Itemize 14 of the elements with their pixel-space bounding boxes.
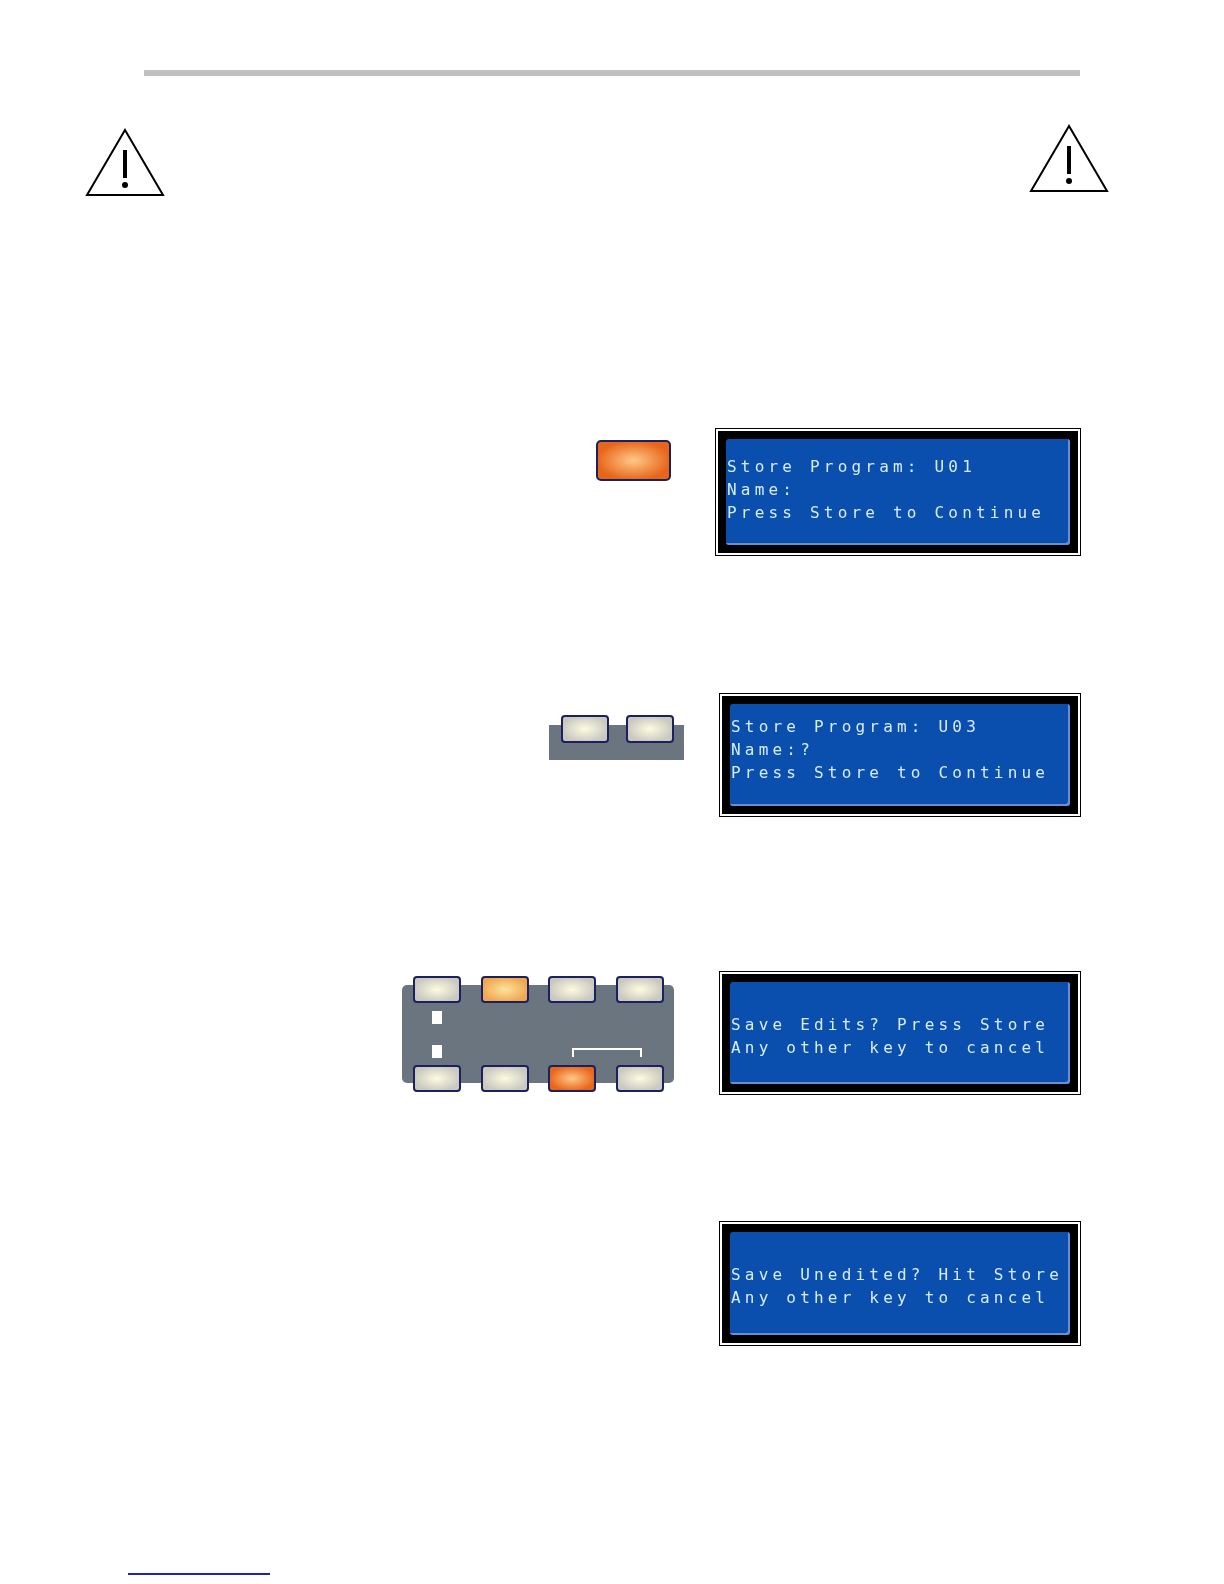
lcd-text-line: Store Program: U03 [731, 717, 980, 737]
lcd-screen [716, 429, 1080, 555]
lcd-text-line: Any other key to cancel [731, 1288, 1050, 1308]
lcd-screen [720, 694, 1080, 816]
lcd-text-line: Name: [727, 480, 797, 500]
lcd-text-line: Store Program: U01 [727, 457, 976, 477]
lcd-text-line: Save Unedited? Hit Store [731, 1265, 1063, 1285]
lcd-screen [720, 972, 1080, 1094]
lcd-text-line: Save Edits? Press Store [731, 1015, 1050, 1035]
lcd-text-line: Any other key to cancel [731, 1038, 1050, 1058]
lcd-text-line: Press Store to Continue [727, 503, 1046, 523]
lcd-text-line: Name:? [731, 740, 814, 760]
lcd-text-line: Press Store to Continue [731, 763, 1050, 783]
lcd-screen [720, 1222, 1080, 1345]
